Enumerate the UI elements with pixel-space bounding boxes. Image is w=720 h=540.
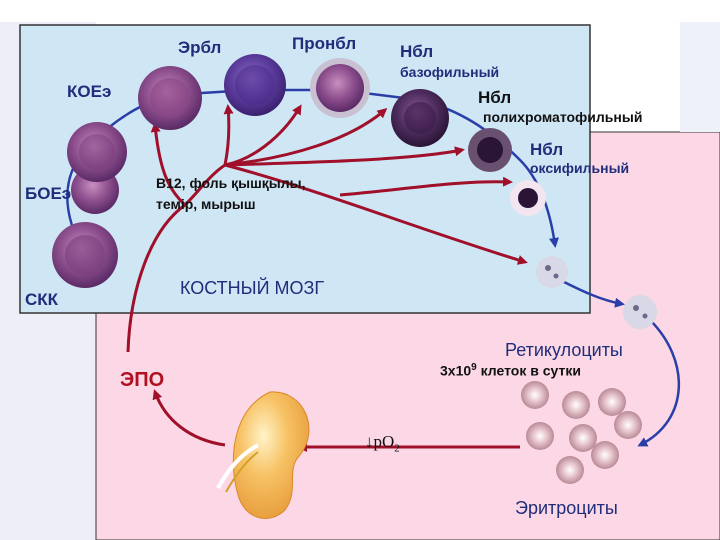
label-nbl-polychromatophilic-type: полихроматофильный <box>483 109 643 125</box>
label-factors-line1: В12, фоль қышқылы, <box>156 175 306 191</box>
right-top-panel <box>680 22 720 132</box>
label-epo: ЭПО <box>120 369 165 391</box>
cell-koe <box>67 122 127 182</box>
label-po2: ↓рО2 <box>365 432 400 454</box>
label-factors-line2: темір, мырыш <box>156 196 256 212</box>
erythrocyte-cell <box>556 456 584 484</box>
erythrocyte-cell <box>598 388 626 416</box>
rate-exponent: 9 <box>471 362 477 373</box>
cell-nucleus-exit <box>510 180 546 216</box>
label-nbl-oxyphilic: Нбл <box>530 140 564 159</box>
label-erbl: Эрбл <box>178 38 222 57</box>
arrow-to-reticulocyte <box>559 278 625 308</box>
erythrocyte-cell <box>614 411 642 439</box>
cell-nbl-oxyphilic <box>468 128 512 172</box>
arrow-to-erythrocytes <box>637 319 680 447</box>
erythrocyte-cell <box>562 391 590 419</box>
arrow-epo-nbl2 <box>224 146 465 167</box>
label-erythrocytes: Эритроциты <box>515 498 618 518</box>
cell-nbl-polychromatophilic <box>391 89 449 147</box>
label-nbl-oxyphilic-type: оксифильный <box>530 160 630 176</box>
po2-down-arrow: ↓ <box>365 432 374 451</box>
label-nbl-polychromatophilic: Нбл <box>478 88 512 107</box>
po2-text: рО <box>373 432 395 451</box>
label-reticulocytes: Ретикулоциты <box>505 340 623 360</box>
cell-erbl <box>138 66 202 130</box>
erythrocyte-cell <box>569 424 597 452</box>
label-production-rate: 3х109 клеток в сутки <box>440 362 581 379</box>
label-pronbl: Пронбл <box>292 34 357 53</box>
rate-prefix: 3х10 <box>440 362 472 379</box>
label-bone-marrow: КОСТНЫЙ МОЗГ <box>180 278 325 298</box>
arrow-epo-koe <box>150 122 187 207</box>
arrow-epo-nbl1 <box>224 108 388 167</box>
label-skk: СКК <box>25 290 59 309</box>
cell-skk <box>52 222 118 288</box>
cell-pronbl <box>224 54 286 116</box>
cell-nbl-basophilic <box>310 58 370 118</box>
erythrocyte-cell <box>526 422 554 450</box>
erythrocyte-cell <box>591 441 619 469</box>
reticulocyte-cell <box>623 295 657 329</box>
arrow-epo-erbl <box>223 104 234 166</box>
arrow-epo-main <box>126 163 226 353</box>
arrow-kidney-to-epo <box>152 389 226 447</box>
arrow-epo-exit <box>224 163 528 265</box>
po2-subscript: 2 <box>394 442 400 455</box>
reticulocyte-cell <box>536 256 568 288</box>
label-nbl-basophilic-type: базофильный <box>400 64 500 80</box>
rate-suffix: клеток в сутки <box>476 362 581 379</box>
erythrocyte-cells <box>521 381 642 484</box>
kidney-icon <box>216 391 310 519</box>
label-nbl-basophilic: Нбл <box>400 42 434 61</box>
arrow-epo-nbl3 <box>339 176 513 197</box>
label-koe: КОЕэ <box>67 82 112 101</box>
erythrocyte-cell <box>521 381 549 409</box>
label-boe: БОЕэ <box>25 184 72 203</box>
